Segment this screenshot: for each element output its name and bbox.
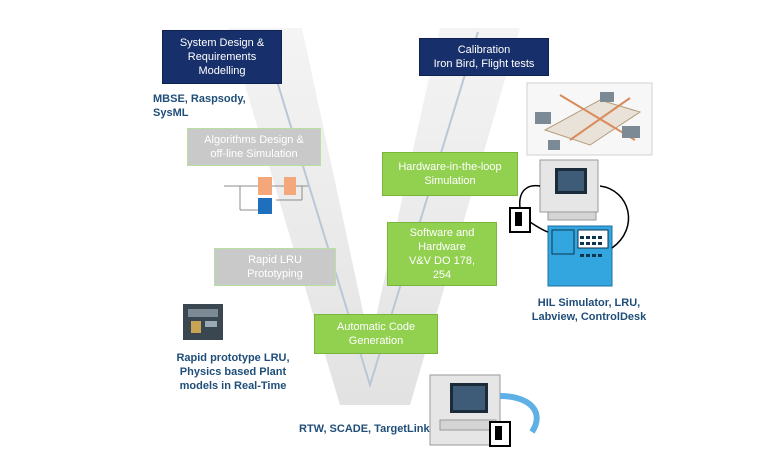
- rapid-proto-label: Rapid prototype LRU, Physics based Plant…: [176, 352, 290, 392]
- auto-code-box: Automatic Code Generation: [314, 314, 438, 354]
- calibration-box: Calibration Iron Bird, Flight tests: [419, 38, 549, 76]
- system-design-box: System Design & Requirements Modelling: [162, 30, 282, 84]
- sw-hw-vv-box: Software and Hardware V&V DO 178, 254: [387, 222, 497, 286]
- hil-box: Hardware-in-the-loop Simulation: [382, 152, 518, 196]
- v-left-arm: [228, 28, 520, 405]
- rapid-lru-box: Rapid LRU Prototyping: [214, 248, 336, 286]
- hil-sim-label: HIL Simulator, LRU, Labview, ControlDesk: [531, 297, 647, 323]
- mbse-label: MBSE, Raspsody, SysML: [153, 93, 246, 119]
- algorithms-design-box: Algorithms Design & off-line Simulation: [187, 128, 321, 166]
- rtw-label: RTW, SCADE, TargetLink: [299, 423, 430, 435]
